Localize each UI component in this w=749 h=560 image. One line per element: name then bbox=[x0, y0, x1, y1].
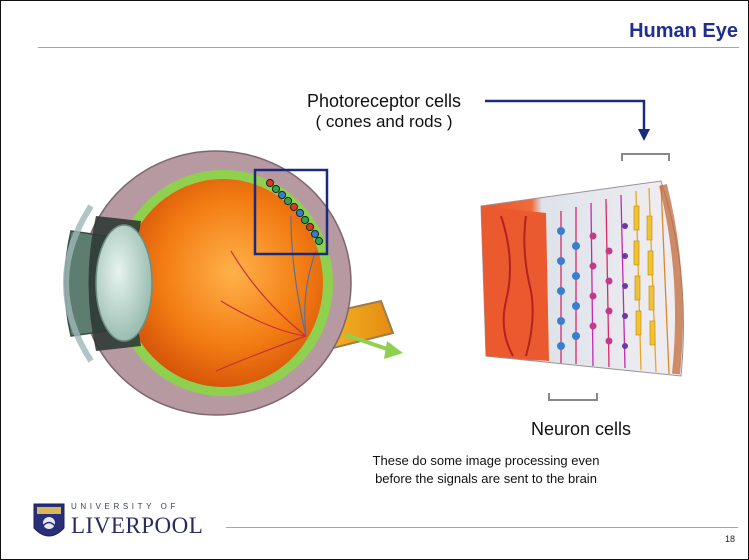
university-crest-icon bbox=[34, 504, 64, 536]
photoreceptor-label-line2: ( cones and rods ) bbox=[269, 112, 499, 132]
retina-layer-diagram bbox=[481, 181, 684, 376]
down-arrow-icon bbox=[485, 101, 650, 141]
caption-line2: before the signals are sent to the brain bbox=[336, 470, 636, 488]
photoreceptor-label: Photoreceptor cells ( cones and rods ) bbox=[269, 91, 499, 132]
logo-subtitle: UNIVERSITY OF bbox=[71, 502, 179, 511]
photoreceptor-label-line1: Photoreceptor cells bbox=[269, 91, 499, 112]
caption: These do some image processing even befo… bbox=[336, 452, 636, 488]
logo-wordmark: LIVERPOOL bbox=[71, 513, 203, 539]
photoreceptor-bracket bbox=[622, 154, 669, 161]
neuron-label: Neuron cells bbox=[506, 419, 656, 440]
page-number: 18 bbox=[725, 534, 735, 544]
footer-divider bbox=[226, 527, 738, 528]
neuron-bracket bbox=[549, 393, 597, 400]
eye-cross-section bbox=[65, 151, 393, 415]
caption-line1: These do some image processing even bbox=[336, 452, 636, 470]
